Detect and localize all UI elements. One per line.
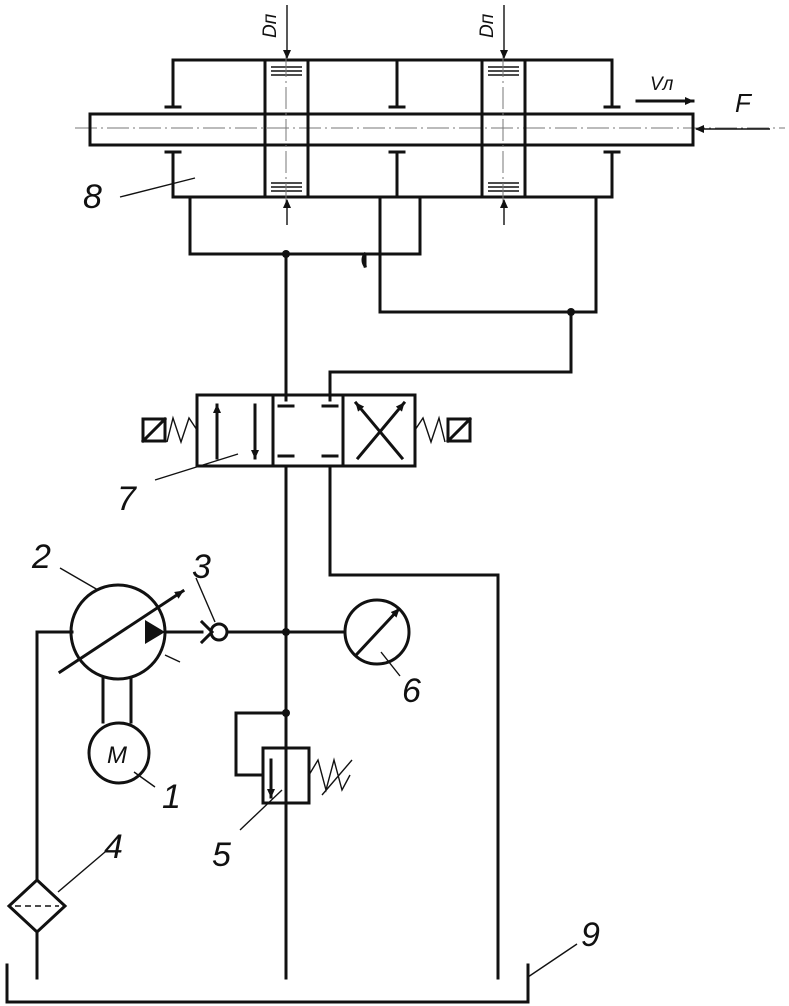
solenoid-left <box>141 417 167 443</box>
piston-left <box>263 55 310 202</box>
line-a-mid <box>363 195 422 268</box>
callout-9: 9 <box>581 916 600 954</box>
filter <box>6 877 68 980</box>
cylinder-body-top <box>171 58 614 109</box>
callout-5: 5 <box>212 836 231 874</box>
line-b <box>378 195 598 314</box>
cylinder-body-bottom <box>171 150 614 199</box>
callout-6: 6 <box>402 672 421 710</box>
callout-4: 4 <box>104 828 123 866</box>
directional-valve <box>140 393 473 468</box>
motor-label: M <box>107 742 127 769</box>
labels: Dп Dп Vл F M 8 7 2 3 6 1 5 4 9 <box>31 13 753 954</box>
variable-pump <box>35 583 186 882</box>
line-b-down <box>328 310 573 402</box>
piston-rod <box>88 112 695 147</box>
main-lines <box>163 464 500 980</box>
cylinder-piping <box>188 195 598 402</box>
solenoid-right <box>446 417 472 443</box>
tandem-cylinder <box>75 5 785 225</box>
return-line <box>328 464 500 980</box>
callout-3: 3 <box>192 548 211 586</box>
leader-lines <box>57 177 578 978</box>
tank <box>5 963 530 1004</box>
valve-position-right <box>341 393 417 468</box>
junction <box>282 250 290 258</box>
spring-left <box>166 415 198 445</box>
callout-1: 1 <box>162 778 181 816</box>
piston-diameter-label-right: Dп <box>477 13 498 38</box>
callout-7: 7 <box>117 480 137 518</box>
suction-line <box>35 630 74 882</box>
callout-2: 2 <box>31 538 51 576</box>
pilot-line <box>234 711 288 777</box>
pressure-gauge <box>343 598 411 666</box>
piston-diameter-label-left: Dп <box>260 13 281 38</box>
piston-right <box>480 55 527 202</box>
check-valve <box>199 619 234 645</box>
junction <box>282 628 290 636</box>
electric-motor <box>87 677 151 785</box>
line-a-left <box>188 195 367 256</box>
force-label: F <box>735 88 753 118</box>
junction <box>567 308 575 316</box>
spring-right <box>414 415 446 445</box>
relief-valve <box>234 711 353 805</box>
callout-8: 8 <box>83 178 102 216</box>
velocity-label: Vл <box>650 74 674 95</box>
